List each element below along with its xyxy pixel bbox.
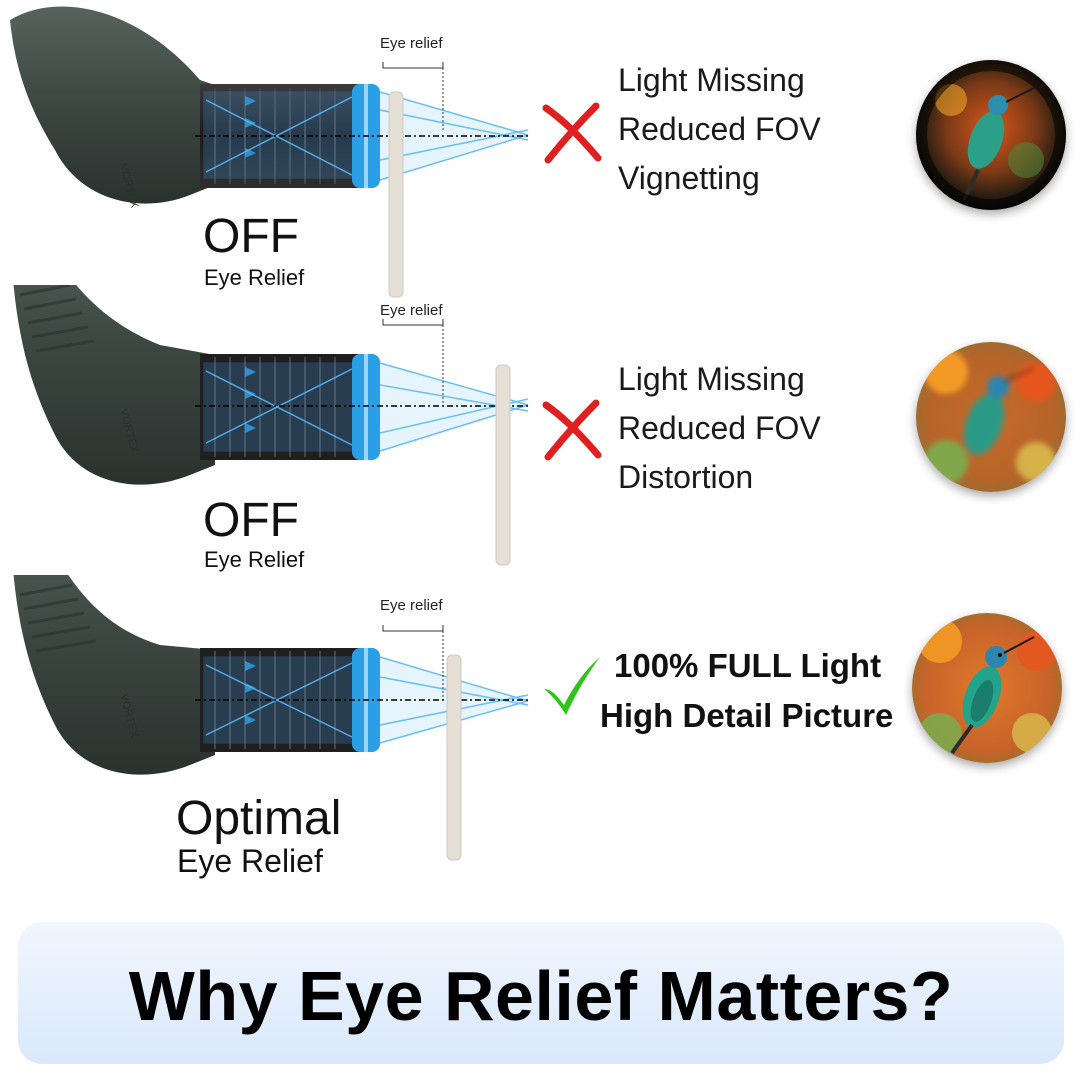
red-x-icon [542,102,602,164]
row-off-distortion: VORTEX Eye relief OFF Eye Relief Light M… [0,285,1080,585]
spotting-scope-illustration: VORTEX [13,575,530,861]
title-banner: Why Eye Relief Matters? [18,922,1064,1064]
result-notes: 100% FULL Light High Detail Picture [600,641,893,741]
status-title: Optimal [176,792,342,845]
spotting-scope-illustration: VORTEX [13,285,530,566]
eye-relief-label: Eye relief [380,597,443,614]
green-check-icon [544,657,600,715]
blurred-hummingbird-image [916,342,1066,492]
result-notes: Light Missing Reduced FOV Distortion [618,355,821,502]
note-line: Reduced FOV [618,111,821,147]
status-subtitle: Eye Relief [204,547,305,572]
row-off-vignetting: VORTEX Eye relief OFF Eye Relief Light M… [0,0,1080,300]
note-line: Reduced FOV [618,410,821,446]
status-subtitle: Eye Relief [177,843,323,879]
note-line: Vignetting [618,160,760,196]
page-title: Why Eye Relief Matters? [128,957,954,1035]
row-optimal: VORTEX Eye relief Optimal Eye Relief 100… [0,575,1080,905]
sharp-hummingbird-image [912,613,1062,763]
spotting-scope-illustration: VORTEX [10,6,530,298]
status-title: OFF [203,494,299,547]
eye-relief-label: Eye relief [380,302,443,319]
status-subtitle: Eye Relief [204,265,305,290]
status-title: OFF [203,210,299,263]
vignetted-hummingbird-image [916,60,1066,210]
result-notes: Light Missing Reduced FOV Vignetting [618,56,821,203]
note-line: Light Missing [618,62,805,98]
note-line: Distortion [618,459,754,495]
note-line: Light Missing [618,361,805,397]
note-line: 100% FULL Light [614,647,882,684]
red-x-icon [542,399,602,461]
eye-relief-label: Eye relief [380,35,443,52]
note-line: High Detail Picture [600,697,894,734]
